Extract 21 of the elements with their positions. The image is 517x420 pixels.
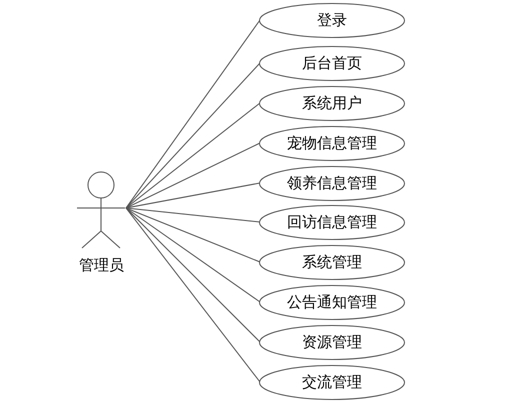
association-line [126,182,260,208]
use-case-ellipse: 回访信息管理 [259,204,405,240]
use-case-ellipse: 领养信息管理 [259,166,405,200]
association-line [126,208,260,222]
use-case-ellipse: 公告通知管理 [259,284,405,320]
association-line [126,208,260,262]
use-case-ellipse: 交流管理 [259,364,405,400]
association-line [126,62,260,208]
use-case-ellipse: 系统用户 [259,86,405,120]
association-line [126,208,260,382]
use-case-ellipse: 后台首页 [259,46,405,80]
association-line [126,208,260,302]
use-case-ellipse: 资源管理 [259,324,405,360]
actor: 管理员 [77,171,126,275]
use-case-ellipse: 系统管理 [259,244,405,280]
association-line [126,102,260,208]
use-case-ellipse: 登录 [259,2,405,38]
association-line [126,20,260,208]
association-line [126,142,260,208]
use-case-ellipse: 宠物信息管理 [259,126,405,160]
association-line [126,208,260,342]
